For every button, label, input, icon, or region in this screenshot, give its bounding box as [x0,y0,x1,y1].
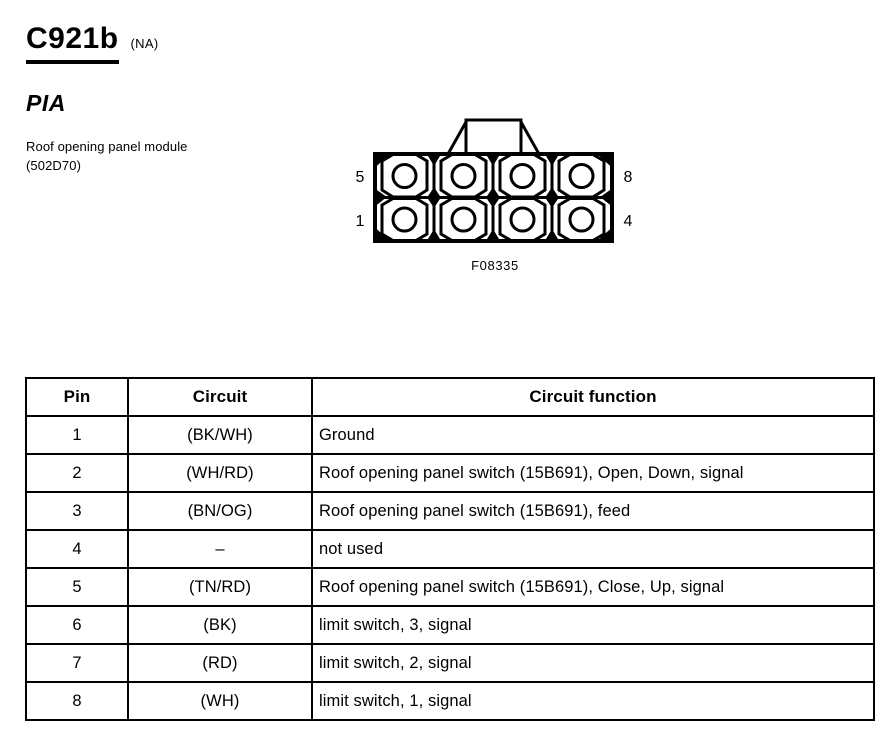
cell-pin: 7 [25,643,129,683]
table-row: 8(WH)limit switch, 1, signal [25,681,875,721]
cell-pin: 3 [25,491,129,531]
cell-pin: 5 [25,567,129,607]
table-row: 6(BK)limit switch, 3, signal [25,605,875,645]
connector-junction-webbing [375,154,612,241]
connector-title-block: C921b (NA) [26,24,158,64]
table-row: 7(RD)limit switch, 2, signal [25,643,875,683]
cavity-6 [439,153,488,199]
cell-circuit: (WH) [127,681,313,721]
table-row: 5(TN/RD)Roof opening panel switch (15B69… [25,567,875,607]
pin-label-top-right: 8 [624,169,633,186]
table-row: 2(WH/RD)Roof opening panel switch (15B69… [25,453,875,493]
cavity-2 [439,197,488,242]
cell-pin: 8 [25,681,129,721]
connector-locking-tab [446,118,541,156]
pin-label-bottom-right: 4 [624,213,633,230]
connector-diagram: 5 1 8 4 [340,110,650,290]
cavity-4 [557,197,606,242]
table-row: 4–not used [25,529,875,569]
cell-circuit: (BN/OG) [127,491,313,531]
cell-circuit-function: limit switch, 2, signal [311,643,875,683]
connector-cavities [380,153,606,242]
cell-pin: 6 [25,605,129,645]
cell-circuit-function: Ground [311,415,875,455]
pin-label-bottom-left: 1 [356,213,365,230]
cell-circuit: (WH/RD) [127,453,313,493]
cell-circuit: (TN/RD) [127,567,313,607]
pin-label-top-left: 5 [356,169,365,186]
cavity-3 [498,197,547,242]
table-row: 1(BK/WH)Ground [25,415,875,455]
cavity-5 [380,153,429,199]
connector-svg: 5 1 8 4 [356,118,633,243]
column-header-pin: Pin [25,377,129,417]
connector-region-label: (NA) [130,36,159,51]
cell-circuit-function: Roof opening panel switch (15B691), Clos… [311,567,875,607]
cell-circuit-function: Roof opening panel switch (15B691), feed [311,491,875,531]
cell-circuit: (BK) [127,605,313,645]
cavity-7 [498,153,547,199]
figure-caption: F08335 [471,258,519,273]
cell-circuit: – [127,529,313,569]
cell-circuit: (BK/WH) [127,415,313,455]
cavity-1 [380,197,429,242]
column-header-circuit: Circuit [127,377,313,417]
column-header-function: Circuit function [311,377,875,417]
cell-pin: 1 [25,415,129,455]
cell-circuit-function: limit switch, 3, signal [311,605,875,645]
cell-circuit-function: limit switch, 1, signal [311,681,875,721]
table-header-row: Pin Circuit Circuit function [25,377,875,417]
connector-type-heading: PIA [26,90,66,116]
cell-circuit: (RD) [127,643,313,683]
pinout-table: Pin Circuit Circuit function 1(BK/WH)Gro… [25,377,875,721]
cell-pin: 2 [25,453,129,493]
cell-circuit-function: Roof opening panel switch (15B691), Open… [311,453,875,493]
table-row: 3(BN/OG)Roof opening panel switch (15B69… [25,491,875,531]
cavity-8 [557,153,606,199]
component-description: Roof opening panel module (502D70) [26,139,188,173]
connector-id: C921b [26,24,119,64]
cell-pin: 4 [25,529,129,569]
cell-circuit-function: not used [311,529,875,569]
